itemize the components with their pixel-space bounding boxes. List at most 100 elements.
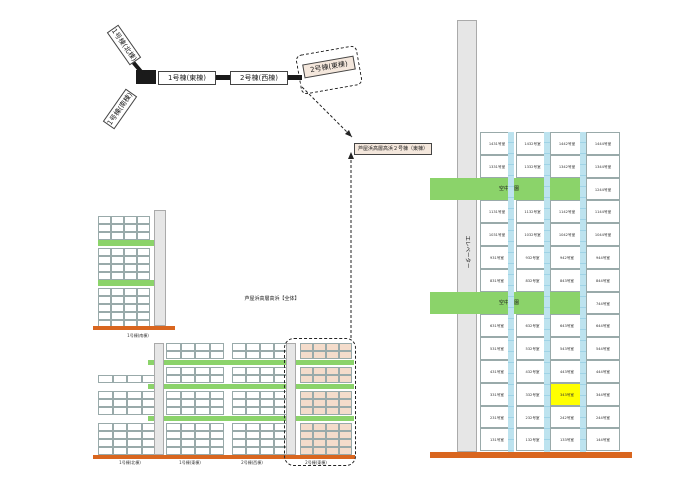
mini-cell [98,304,111,312]
wing-west2[interactable]: 2号棟(西棟) [230,71,288,85]
unit-cell[interactable]: 832号室 [516,268,549,292]
unit-cell[interactable]: 1144号室 [586,200,620,224]
mini-cell [124,296,137,304]
mini-cell [313,439,326,447]
mini-cell [326,367,339,375]
mini-cell [209,407,224,415]
mini-cell [124,256,137,264]
unit-cell[interactable]: 1344号室 [586,154,620,178]
mini-cell [98,232,111,240]
unit-cell[interactable]: 1442号室 [550,132,584,155]
mini-cell [127,407,142,415]
mini-cell [232,375,246,383]
unit-cell[interactable]: 1042号室 [550,223,584,246]
mini-cell [313,407,326,415]
mini-cell [127,399,142,407]
mini-cell [180,447,195,455]
unit-cell[interactable]: 431号室 [480,360,514,383]
callout-arrow [301,86,353,138]
unit-cell[interactable]: 1131号室 [480,200,514,224]
bottom-buildings [96,343,358,458]
mini-cell [98,391,113,399]
elevator-shaft [154,210,166,326]
mini-cell [127,391,142,399]
mini-cell [127,431,142,439]
unit-cell[interactable]: 344号室 [586,382,620,406]
mini-cell [260,447,274,455]
mini-cell [326,391,339,399]
mini-cell [209,439,224,447]
mini-cell [260,399,274,407]
unit-cell[interactable]: 543号室 [550,337,584,360]
mini-cell [246,375,260,383]
mini-cell [137,304,150,312]
unit-cell[interactable]: 144号室 [586,428,620,452]
mini-cell [326,399,339,407]
unit-cell[interactable]: 133号室 [550,428,584,452]
callout-label: 芦屋浜高層高浜２号棟（東棟） [354,143,432,155]
mini-cell [260,375,274,383]
unit-cell[interactable]: 343号室 [550,382,584,406]
unit-cell[interactable]: 1342号室 [550,154,584,178]
mini-cell [209,351,224,359]
mini-cell [98,272,111,280]
mini-cell [209,447,224,455]
wing-north[interactable]: 1号棟(北棟) [106,24,142,66]
mini-cell [180,351,195,359]
unit-cell[interactable]: 944号室 [586,246,620,269]
wing-east1[interactable]: 1号棟(東棟) [158,71,216,85]
mini-cell [127,439,142,447]
mini-cell [166,375,181,383]
mini-cell [209,343,224,351]
mini-cell [112,391,127,399]
mini-cell [98,399,113,407]
unit-cell[interactable]: 544号室 [586,337,620,360]
ground-strip-top [93,326,175,330]
unit-cell[interactable]: 1444号室 [586,132,620,155]
mini-cell [166,351,181,359]
unit-cell[interactable]: 843号室 [550,268,584,292]
mini-cell [313,423,326,431]
mini-cell [232,391,246,399]
stair-column [580,132,586,452]
mini-cell [180,439,195,447]
mini-cell [166,423,181,431]
mini-cell [326,351,339,359]
unit-cell[interactable]: 1331号室 [480,154,514,178]
ground-strip-main [430,452,632,458]
mini-cell [111,224,124,232]
unit-cell[interactable]: 1244号室 [586,177,620,201]
mini-cell [195,439,210,447]
mini-cell [124,304,137,312]
unit-cell[interactable]: 444号室 [586,360,620,383]
unit-cell[interactable]: 643号室 [550,314,584,338]
mini-cell [232,367,246,375]
mini-cell [339,439,352,447]
unit-cell[interactable]: 1031号室 [480,223,514,246]
mini-cell [137,232,150,240]
mini-cell [260,431,274,439]
mini-cell [137,272,150,280]
mini-cell [137,264,150,272]
mini-cell [98,439,113,447]
mini-cell [313,431,326,439]
unit-cell[interactable]: 644号室 [586,314,620,338]
unit-cell[interactable]: 1044号室 [586,223,620,246]
mini-cell [260,423,274,431]
callout-up-arrow [348,152,354,338]
mini-cell [111,232,124,240]
unit-cell[interactable]: 242号室 [550,405,584,429]
mini-cell [112,407,127,415]
mini-cell [195,351,210,359]
unit-cell[interactable]: 942号室 [550,246,584,269]
mini-cell [180,367,195,375]
mini-cell [260,439,274,447]
wing-south[interactable]: 1号棟(南棟) [102,88,138,130]
unit-cell[interactable]: 744号室 [586,291,620,315]
unit-cell[interactable]: 443号室 [550,360,584,383]
unit-cell[interactable]: 244号室 [586,405,620,429]
mini-cell [313,391,326,399]
unit-cell[interactable]: 844号室 [586,268,620,292]
key-plan: 1号棟(北棟) 1号棟(南棟) 1号棟(東棟) 2号棟(西棟) 2号棟(東棟) [100,20,370,140]
unit-cell[interactable]: 1142号室 [550,200,584,224]
